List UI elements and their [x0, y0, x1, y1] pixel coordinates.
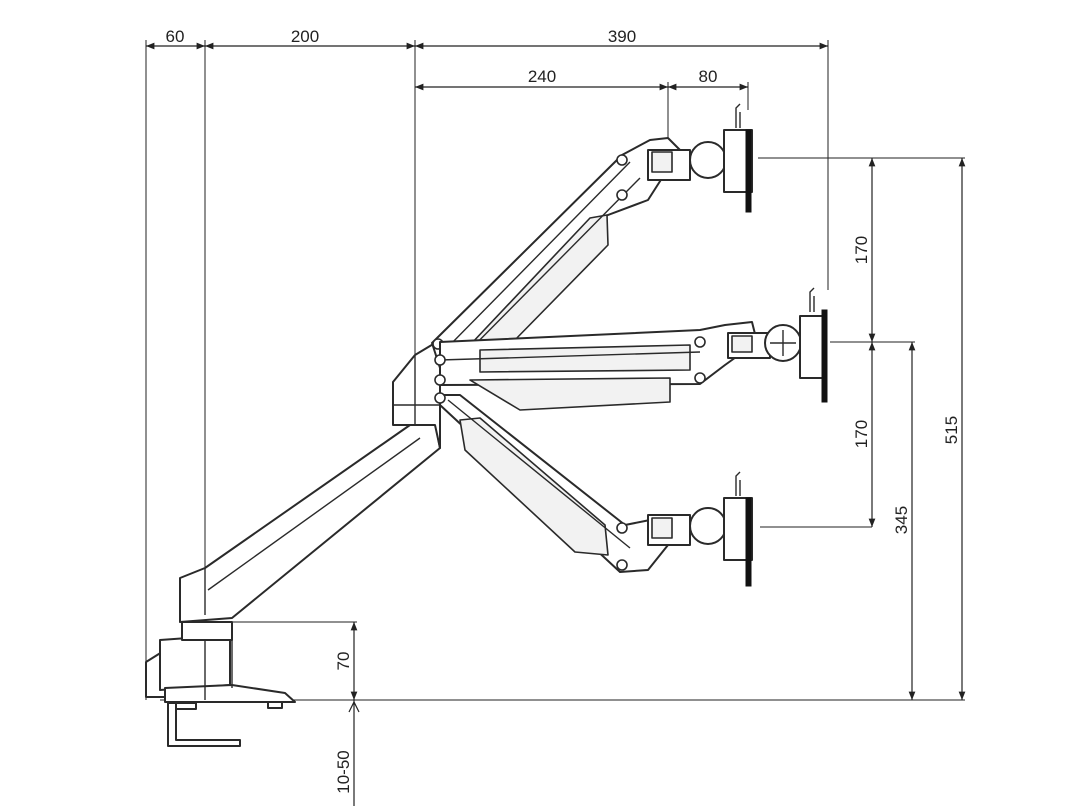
dim-upper-arm-reach: 390 — [608, 27, 636, 46]
tilt-head-middle — [727, 287, 828, 403]
dim-desk-thickness: 10-50 — [334, 750, 353, 793]
dim-base-offset: 60 — [166, 27, 185, 46]
dim-max-height: 515 — [942, 416, 961, 444]
dim-lower-step: 170 — [852, 420, 871, 448]
lower-forearm — [434, 392, 681, 573]
dim-mid-height: 345 — [892, 506, 911, 534]
dim-upper-step: 170 — [852, 236, 871, 264]
dim-base-height: 70 — [334, 652, 353, 671]
lower-arm — [179, 339, 441, 623]
desk-clamp — [145, 621, 296, 747]
dim-head-depth: 80 — [699, 67, 718, 86]
dimension-labels: 60 200 390 240 80 170 170 345 515 70 10-… — [166, 27, 961, 794]
tilt-head-lower — [647, 471, 753, 587]
dim-lower-arm-reach: 200 — [291, 27, 319, 46]
dim-forearm-reach: 240 — [528, 67, 556, 86]
dimension-lines — [146, 42, 966, 806]
tilt-head-upper — [647, 103, 753, 213]
